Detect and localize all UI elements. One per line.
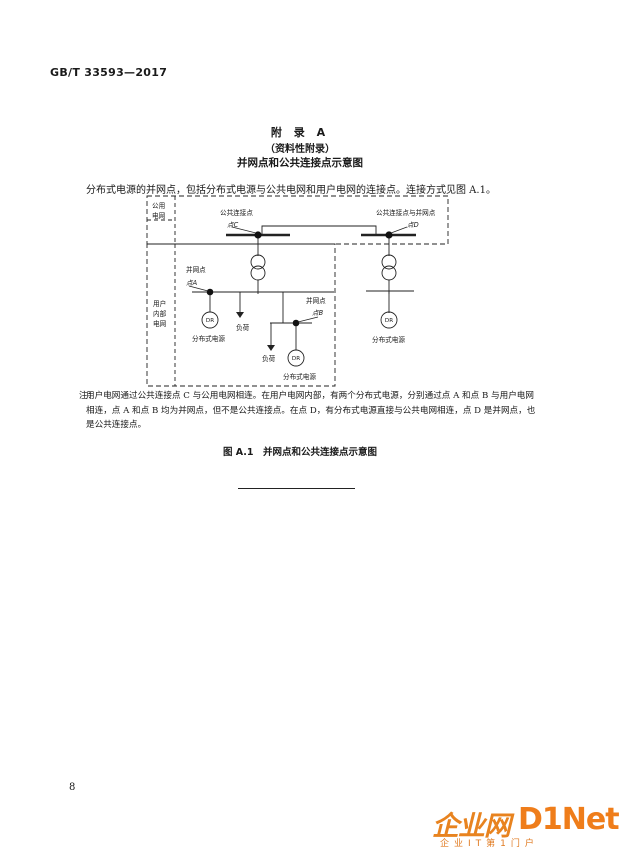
note-text: 用户电网通过公共连接点 C 与公用电网相连。在用户电网内部，有两个分布式电源，分…: [86, 391, 536, 431]
dr-a-symbol: DR: [206, 318, 214, 324]
transformer-c: [250, 254, 266, 270]
standard-code: GB/T 33593—2017: [50, 66, 168, 79]
poi-b-label: 并网点: [306, 296, 326, 305]
load-arrow-2: [267, 345, 275, 351]
poi-a-point: 点A: [186, 279, 198, 287]
region-user-line3: 电网: [153, 319, 167, 328]
point-b: [292, 319, 300, 327]
poi-b-point: 点B: [312, 309, 324, 317]
dr-d: [380, 311, 398, 329]
pcc-d-point: 点D: [407, 221, 419, 229]
intro-paragraph: 分布式电源的并网点，包括分布式电源与公共电网和用户电网的连接点。连接方式见图 A…: [86, 185, 496, 196]
page-number: 8: [69, 782, 76, 793]
region-user-line2: 内部: [153, 309, 167, 318]
pcc-c-point: 点C: [227, 221, 239, 229]
dg-label-b: 分布式电源: [283, 372, 316, 381]
point-c: [254, 231, 262, 239]
connection-diagram: 公用 电网 用户 内部 电网 公共连接点 点C 公共连接点与并网点 点D 并网点…: [146, 195, 449, 387]
figure-note: 注： 用户电网通过公共连接点 C 与公用电网相连。在用户电网内部，有两个分布式电…: [79, 389, 538, 433]
appendix-heading: 并网点和公共连接点示意图: [237, 157, 363, 169]
load-label-1: 负荷: [236, 323, 250, 332]
watermark-logo-en: D1Net: [518, 802, 619, 837]
dr-a: [201, 311, 219, 329]
load-arrow-1: [236, 312, 244, 318]
dr-b-symbol: DR: [292, 356, 300, 362]
pcc-d-label: 公共连接点与并网点: [376, 208, 436, 217]
point-a: [206, 288, 214, 296]
region-public-line2: 电网: [152, 211, 166, 220]
watermark-logo-cn: 企业网: [432, 811, 511, 842]
dr-d-symbol: DR: [385, 318, 393, 324]
dr-b: [287, 349, 305, 367]
poi-a-label: 并网点: [186, 265, 206, 274]
region-user-line1: 用户: [153, 299, 166, 308]
point-d: [385, 231, 393, 239]
appendix-title: 附 录 A: [270, 126, 330, 139]
appendix-type-note: （资料性附录）: [265, 144, 335, 155]
public-grid-region: [146, 195, 449, 245]
region-public-line1: 公用: [152, 202, 165, 210]
watermark-tagline: 企业IT第1门户: [440, 839, 539, 849]
dg-label-a: 分布式电源: [192, 334, 225, 343]
note-tag: 注：: [79, 391, 97, 401]
load-label-2: 负荷: [262, 354, 276, 363]
figure-caption: 图 A.1 并网点和公共连接点示意图: [222, 447, 378, 458]
transformer-d: [381, 254, 397, 270]
dg-label-d: 分布式电源: [372, 335, 405, 344]
end-rule: [238, 488, 355, 489]
user-grid-region: [146, 243, 336, 387]
pcc-c-label: 公共连接点: [220, 208, 253, 217]
